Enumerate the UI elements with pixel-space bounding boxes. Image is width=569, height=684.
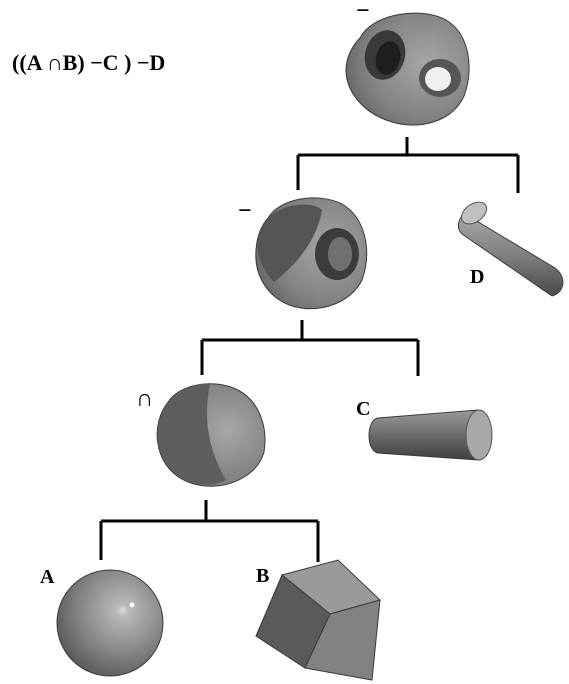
primitive-b-cube <box>255 559 381 681</box>
primitive-b-label: B <box>256 565 269 587</box>
level2-result-shape <box>255 197 368 310</box>
tree-connector-level3 <box>99 500 320 562</box>
tree-connector-root <box>296 137 520 193</box>
level3-operator-symbol: ∩ <box>136 386 153 412</box>
tree-connector-level2 <box>200 320 420 376</box>
root-result-shape <box>345 12 470 126</box>
primitive-d-cone <box>457 201 564 297</box>
root-operator-symbol: − <box>356 0 370 24</box>
primitive-c-cylinder <box>368 409 493 461</box>
csg-expression: ((A ∩B) −C ) −D <box>12 50 165 75</box>
level2-operator-symbol: − <box>238 198 252 224</box>
level3-result-shape <box>156 383 266 487</box>
primitive-a-sphere <box>56 569 164 677</box>
primitive-c-label: C <box>356 398 370 420</box>
primitive-d-label: D <box>470 266 484 288</box>
primitive-a-label: A <box>40 566 55 588</box>
